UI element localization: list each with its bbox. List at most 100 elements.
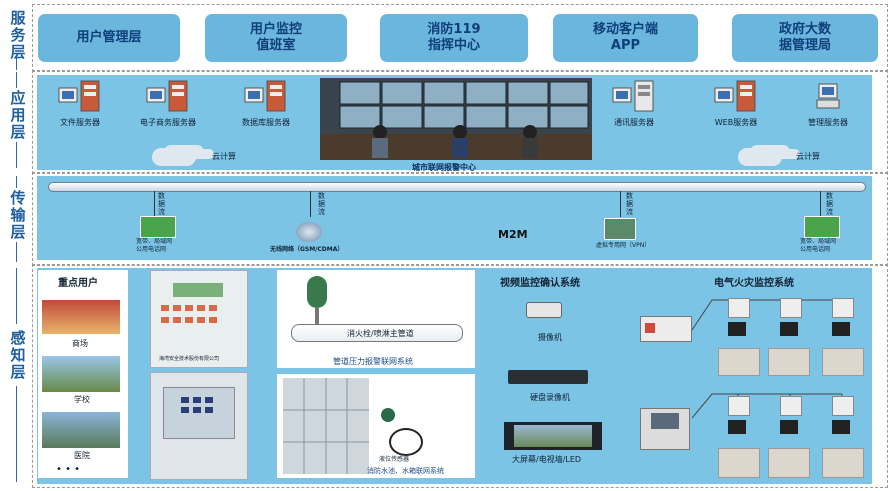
camera-label: 摄像机 [538, 333, 562, 342]
database-server: 数据库服务器 [228, 80, 304, 128]
service-box-monitoring-duty-room: 用户监控 值班室 [205, 14, 347, 62]
water-tank-image [283, 378, 369, 474]
video-wall-label: 大屏幕/电视墙/LED [512, 455, 582, 464]
temperature-sensor [780, 420, 798, 434]
fire-alarm-controller: 海湾安全技术股份有限公司 [150, 270, 248, 368]
layer-label-transport: 传输层 [4, 190, 30, 241]
distribution-cabinet [768, 348, 810, 376]
monitoring-wall-image [320, 78, 592, 160]
school-label: 学校 [74, 395, 90, 404]
server-icon [58, 80, 100, 112]
pressure-system-caption: 管道压力报警联网系统 [333, 357, 413, 366]
server-icon [816, 83, 840, 109]
mall-label: 商场 [72, 339, 88, 348]
distribution-cabinet [768, 448, 810, 478]
hospital-label: 医院 [74, 451, 90, 460]
service-box-user-management: 用户管理层 [38, 14, 180, 62]
school-photo [42, 356, 120, 392]
level-sensor-icon [381, 408, 395, 422]
application-layer-frame [32, 70, 888, 174]
layer-name: 感知层 [8, 330, 27, 381]
file-server-label: 文件服务器 [60, 118, 100, 127]
pipe-pressure-panel: 消火栓/喷淋主管道 管道压力报警联网系统 [277, 270, 475, 368]
service-box-label: 用户管理层 [76, 30, 142, 45]
residual-current-detector [832, 396, 854, 416]
service-layer-frame [32, 4, 888, 72]
data-stream-label: 数 据 流 [626, 192, 633, 216]
layer-arrow [16, 176, 17, 188]
server-icon [146, 80, 188, 112]
distribution-cabinet [822, 448, 864, 478]
bus-link-line [620, 191, 621, 217]
distribution-cabinet [718, 348, 760, 376]
main-pipe [291, 324, 463, 342]
temperature-sensor [728, 420, 746, 434]
communication-server: 通讯服务器 [604, 80, 664, 128]
data-stream-label: 数 据 流 [318, 192, 325, 216]
web-server: WEB服务器 [706, 80, 766, 128]
pressure-gauge-icon [307, 276, 327, 308]
residual-current-detector [780, 298, 802, 318]
console-screen [651, 413, 679, 429]
service-box-government-big-data: 政府大数 据管理局 [732, 14, 878, 62]
residual-current-detector [728, 396, 750, 416]
broadband-network-icon [140, 216, 176, 238]
broadband-network-label: 宽带、局域网 公用电话网 [136, 238, 173, 253]
sensor-cable [389, 428, 423, 456]
management-server: 管理服务器 [798, 80, 858, 128]
file-server: 文件服务器 [50, 80, 110, 128]
wireless-network-label: 无线网络（GSM/CDMA） [270, 246, 344, 253]
residual-current-detector [780, 396, 802, 416]
server-icon [714, 80, 756, 112]
ecommerce-server: 电子商务服务器 [128, 80, 208, 128]
ecommerce-server-label: 电子商务服务器 [140, 118, 196, 127]
residual-current-detector [728, 298, 750, 318]
dvr-label: 硬盘录像机 [530, 393, 570, 402]
cloud-label: 云计算 [796, 152, 820, 161]
database-server-label: 数据库服务器 [242, 118, 290, 127]
level-sensor-label: 液位传感器 [379, 456, 410, 463]
temperature-sensor [728, 322, 746, 336]
distribution-cabinet [822, 348, 864, 376]
video-system-title: 视频监控确认系统 [500, 278, 580, 289]
layer-arrow [16, 142, 17, 168]
server-icon [244, 80, 286, 112]
temperature-sensor [780, 322, 798, 336]
cloud-icon [152, 148, 196, 166]
water-tank-panel: 液位传感器 消防水池、水箱联网系统 [277, 374, 475, 478]
hospital-photo [42, 412, 120, 448]
temperature-sensor [832, 420, 850, 434]
pipe-label: 消火栓/喷淋主管道 [347, 329, 414, 338]
controller-buttons [161, 305, 217, 323]
management-server-label: 管理服务器 [808, 118, 848, 127]
gauge-stem [315, 308, 319, 324]
layer-label-service: 服务层 [4, 10, 30, 61]
cabinet-panel [163, 387, 235, 439]
layer-arrow [16, 268, 17, 324]
temperature-sensor [832, 322, 850, 336]
wireless-globe-icon [296, 222, 322, 242]
electrical-monitor-host [640, 316, 692, 342]
alarm-center-caption: 城市联网报警中心 [412, 163, 476, 172]
bus-link-line [310, 191, 311, 217]
service-box-mobile-app: 移动客户端 APP [553, 14, 698, 62]
alarm-center-photo [320, 78, 592, 160]
video-wall-icon [504, 422, 602, 450]
distribution-cabinet [718, 448, 760, 478]
alarm-indicator [645, 323, 655, 333]
dvr-icon [508, 370, 588, 384]
data-stream-label: 数 据 流 [158, 192, 165, 216]
layer-arrow [16, 242, 17, 262]
layer-name: 应用层 [8, 90, 27, 141]
controller-display [173, 283, 223, 297]
layer-label-application: 应用层 [4, 90, 30, 141]
data-stream-label: 数 据 流 [826, 192, 833, 216]
vpn-icon [604, 218, 636, 240]
water-tank-caption: 消防水池、水箱联网系统 [367, 467, 444, 475]
layer-arrow [16, 72, 17, 88]
m2m-label: M2M [498, 228, 528, 241]
monitoring-console [640, 408, 690, 450]
web-server-label: WEB服务器 [714, 118, 758, 127]
cabinet-keypad [181, 397, 213, 413]
key-users-title: 重点用户 [58, 278, 98, 289]
